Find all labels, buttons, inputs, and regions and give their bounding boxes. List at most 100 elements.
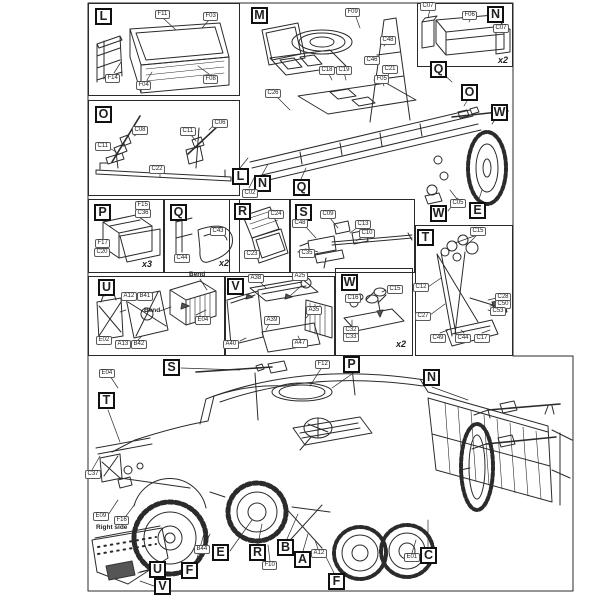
step-letter-V: V <box>227 278 244 295</box>
part-label: C27 <box>415 312 432 321</box>
panel-S <box>290 199 415 273</box>
part-label: C44 <box>455 334 472 343</box>
part-label: E04 <box>99 369 115 378</box>
callout-Q2: Q <box>293 179 310 196</box>
part-label: C33 <box>343 333 360 342</box>
part-label: C19 <box>336 66 353 75</box>
step-letter-R: R <box>234 203 251 220</box>
part-label: C46 <box>364 56 381 65</box>
part-label: C26 <box>265 89 282 98</box>
part-label: C53 <box>490 307 507 316</box>
truck-drawing <box>91 360 573 587</box>
part-label: F09 <box>345 8 361 17</box>
step-letter-M: M <box>251 7 268 24</box>
part-label: C21 <box>382 65 399 74</box>
truck-callout-P: P <box>343 356 360 373</box>
part-label: C23 <box>244 250 261 259</box>
part-label: F16 <box>114 516 130 525</box>
part-label: B41 <box>137 292 153 301</box>
part-label: E01 <box>404 553 420 562</box>
part-label: C48 <box>380 36 397 45</box>
part-label: A25 <box>292 272 308 281</box>
part-label: C08 <box>132 126 149 135</box>
part-label: C24 <box>268 210 285 219</box>
callout-L: L <box>232 168 249 185</box>
part-label: E04 <box>195 316 211 325</box>
part-label: C02 <box>242 189 259 198</box>
part-label: C10 <box>359 229 376 238</box>
quantity-x2: x2 <box>396 339 407 349</box>
truck-callout-S: S <box>163 359 180 376</box>
part-label: C11 <box>95 142 111 151</box>
part-label: F12 <box>315 360 331 369</box>
part-label: B42 <box>131 340 147 349</box>
quantity-x3: x3 <box>142 259 153 269</box>
truck-callout-A: A <box>294 551 311 568</box>
bend-note: Bend <box>189 271 206 278</box>
step-letter-L: L <box>95 8 112 25</box>
part-label: C43 <box>210 227 227 236</box>
part-label: F04 <box>136 81 152 90</box>
callout-E: E <box>469 202 486 219</box>
truck-callout-T: T <box>98 392 115 409</box>
page-frame <box>87 2 574 592</box>
step-letter-Q: Q <box>170 204 187 221</box>
part-label: C13 <box>355 220 372 229</box>
part-label: C17 <box>474 334 491 343</box>
truck-callout-R: R <box>249 544 266 561</box>
step-letter-U: U <box>98 279 115 296</box>
bend-note: Bend <box>144 307 161 314</box>
part-label: C16 <box>345 294 362 303</box>
truck-callout-B: B <box>277 539 294 556</box>
part-label: C15 <box>470 227 487 236</box>
part-label: F10 <box>262 561 278 570</box>
part-label: C05 <box>450 199 467 208</box>
part-label: C18 <box>319 66 336 75</box>
chassis-assembly-drawing <box>239 16 509 212</box>
part-label: C12 <box>413 283 430 292</box>
callout-W: W <box>491 104 508 121</box>
part-label: C07 <box>420 2 437 11</box>
truck-callout-C: C <box>420 547 437 564</box>
part-label: C49 <box>430 334 447 343</box>
truck-callout-F: F <box>181 562 198 579</box>
part-label: C22 <box>149 165 166 174</box>
truck-callout-V: V <box>154 578 171 595</box>
part-label: A47 <box>292 339 308 348</box>
part-label: C48 <box>292 219 309 228</box>
part-label: F14 <box>105 74 121 83</box>
truck-callout-U: U <box>149 561 166 578</box>
step-letter-T: T <box>417 229 434 246</box>
crate-drawing <box>102 214 161 263</box>
part-label: F11 <box>155 10 170 19</box>
panel-Q <box>164 199 240 273</box>
right-side-note: Right side <box>96 524 128 531</box>
part-label: C35 <box>299 249 316 258</box>
truck-callout-E: E <box>212 544 229 561</box>
part-label: A12 <box>311 549 327 558</box>
callout-Q: Q <box>430 61 447 78</box>
part-label: B44 <box>194 545 210 554</box>
part-label: A12 <box>121 292 137 301</box>
panel-R <box>229 199 290 273</box>
callout-N: N <box>254 175 271 192</box>
step-letter-W: W <box>341 274 358 291</box>
part-label: E09 <box>93 512 109 521</box>
part-label: C44 <box>174 254 191 263</box>
panel-W <box>335 268 413 356</box>
step-letter-P: P <box>94 204 111 221</box>
part-label: C06 <box>212 119 229 128</box>
part-label: C36 <box>135 209 152 218</box>
step-letter-N: N <box>487 6 504 23</box>
part-label: F17 <box>95 239 111 248</box>
part-label: A40 <box>223 340 239 349</box>
part-label: C11 <box>180 127 196 136</box>
hood-drawing <box>226 277 333 353</box>
step-letter-O: O <box>95 106 112 123</box>
truck-callout-N: N <box>423 369 440 386</box>
part-label: A39 <box>264 316 280 325</box>
pedestal-drawing <box>427 234 508 347</box>
part-label: C37 <box>85 470 102 479</box>
part-label: A38 <box>248 274 264 283</box>
